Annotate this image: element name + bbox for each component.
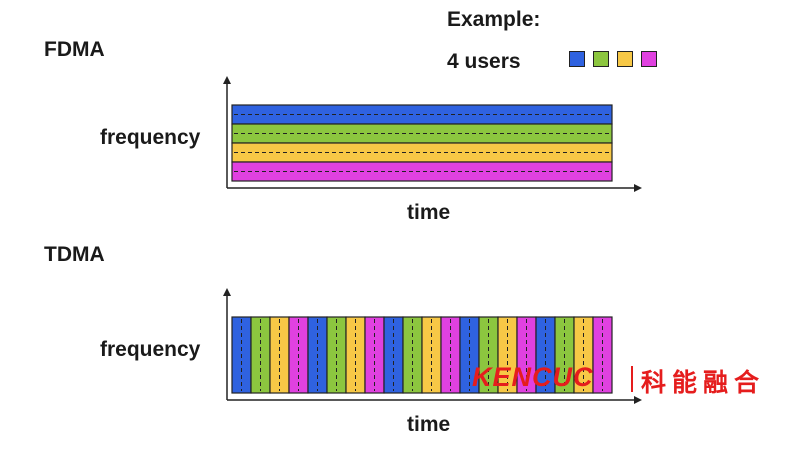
fdma-band-user-2 [231, 123, 613, 144]
legend-swatch-user-4 [641, 51, 657, 67]
watermark-logo-latin: KENCUC [472, 362, 594, 392]
fdma-axes [223, 76, 642, 192]
fdma-y-arrow [223, 76, 231, 84]
fdma-x-label: time [407, 201, 451, 224]
tdma-y-label: frequency [100, 338, 201, 361]
fdma-y-label: frequency [100, 126, 201, 149]
tdma-x-label: time [407, 413, 451, 436]
watermark-divider [631, 366, 633, 392]
legend-swatch-user-1 [569, 51, 585, 67]
tdma-y-arrow [223, 288, 231, 296]
fdma-band-user-3 [231, 142, 613, 163]
legend-caption: 4 users [447, 50, 521, 73]
tdma-axes [223, 288, 642, 404]
fdma-bands [231, 104, 613, 182]
tdma-x-arrow [634, 396, 642, 404]
legend-swatch-user-3 [617, 51, 633, 67]
fdma-band-user-1 [231, 104, 613, 125]
fdma-x-arrow [634, 184, 642, 192]
watermark-logo-cn: 科能融合 [641, 368, 766, 397]
legend-swatch-user-2 [593, 51, 609, 67]
tdma-slots [231, 316, 613, 394]
legend-heading: Example: [447, 8, 541, 31]
tdma-title: TDMA [44, 243, 105, 266]
fdma-title: FDMA [44, 38, 105, 61]
fdma-band-user-4 [231, 161, 613, 182]
